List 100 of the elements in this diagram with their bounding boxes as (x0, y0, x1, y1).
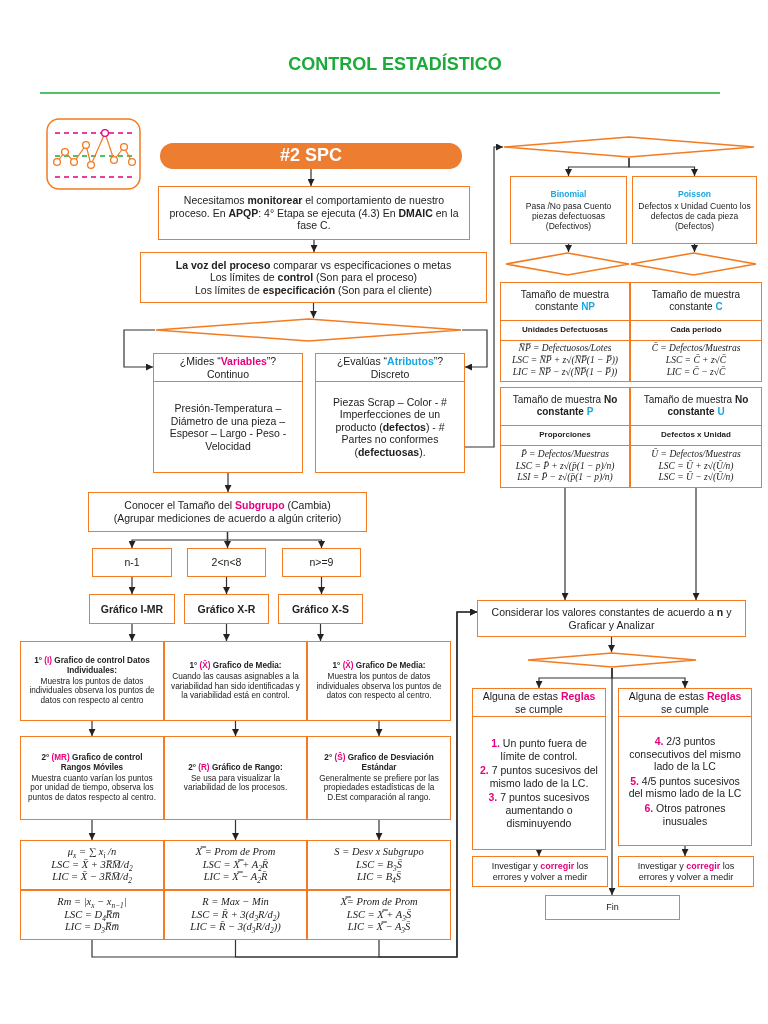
formula: LSC = B$_{3}$S̄ (355, 858, 403, 872)
box-text: Investigar y corregir los errores y volver a medir (490, 860, 590, 883)
title-pill (160, 143, 462, 169)
box-text: 3. 7 puntos sucesivos aumentando o disminuyendo (487, 790, 591, 831)
formula: LSC = N̅P̅ + z√(N̅P̅(1 − P̅)) (510, 355, 620, 367)
box-heading: ¿Mides “Variables”? Continuo (154, 354, 302, 383)
formula-table (500, 387, 630, 488)
arrow (224, 472, 232, 493)
process-box (472, 688, 606, 850)
description-card (164, 736, 307, 820)
arrow (310, 239, 318, 253)
arrow (226, 531, 325, 549)
process-box (618, 688, 752, 846)
process-box (632, 176, 757, 244)
arrow (310, 302, 317, 319)
card-text: Se usa para visualizar la variabilidad de los procesos. (182, 773, 289, 794)
process-box (618, 856, 754, 887)
card-text: Muestra cuanto varían los puntos por unidad de tiempo, observa los puntos de datos respecto al centro. (27, 773, 157, 804)
process-box (545, 895, 680, 920)
decision-diamond (505, 252, 630, 276)
decision-diamond (630, 252, 757, 276)
box-heading: Binomial (549, 188, 588, 199)
box-text: Gráfico X-R (196, 602, 257, 616)
card-heading: 1° (X̄) Grafico de Media: (188, 660, 283, 671)
card-text: Generalmente se prefiere por las propiedades estadísticas de la D.Est comparación al rango. (318, 773, 440, 804)
arrow (318, 576, 325, 595)
arrow (565, 243, 572, 253)
arrow (128, 623, 136, 642)
formula: LIC = X̿ − A$_{3}$S̄ (346, 921, 412, 934)
box-heading: Alguna de estas Reglas se cumple (619, 689, 751, 718)
process-box (187, 548, 266, 577)
box-text: #2 SPC (278, 145, 343, 167)
formula-cell (20, 840, 164, 890)
box-text: La voz del proceso comparar vs especificaciones o metas (174, 258, 453, 272)
box-text: 4. 2/3 puntos consecutivos del mismo lado de la LC (628, 734, 742, 774)
box-text: 2<n<8 (210, 556, 243, 569)
arrow (561, 487, 569, 601)
card-heading: 1° (I) Grafico de control Datos Individuales: (33, 655, 151, 676)
box-heading: ¿Evalúas “Atributos”? Discreto (316, 354, 464, 383)
box-text: Defectos x Unidad Cuento los defectos de cada pieza (Defectos) (637, 200, 752, 232)
table-text: Cada periodo (631, 321, 761, 341)
formula: LIC = R̄ − 3(d$_{3}$R/d$_{2}$)) (189, 921, 282, 934)
formula: LSC = C̄ + z√C̄ (664, 355, 727, 366)
arrow (307, 168, 315, 187)
chart-type-box (89, 594, 175, 624)
box-heading: Alguna de estas Reglas se cumple (473, 689, 605, 718)
table-text: Unidades Defectuosas (501, 321, 629, 341)
page-title: CONTROL ESTADÍSTICO (287, 54, 503, 75)
box-text: Pasa /No pasa Cuento piezas defectuosas (Defectivos) (524, 200, 613, 232)
process-box (140, 252, 487, 303)
table-text: Defectos x Unidad (631, 426, 761, 446)
formula-cell (164, 890, 307, 940)
box-text: Necesitamos monitorear el comportamiento de nuestro proceso. En APQP: 4° Etapa se ejecuta (4.3) En DMAIC en la fase C. (168, 194, 460, 232)
formula: LSC = D$_{4}$R̅m̅ (63, 908, 121, 922)
card-heading: 2° (R) Gráfico de Rango: (187, 762, 284, 773)
box-text: Piezas Scrap – Color - # Imperfecciones de un producto (defectos) - # Partes no conformes (defectuosas). (332, 394, 448, 460)
formula-table (630, 387, 762, 488)
arrow (378, 608, 478, 958)
box-text: Los límites de especificación (Son para el cliente) (194, 283, 433, 297)
arrow (223, 576, 230, 595)
table-text: Tamaño de muestra constante C (631, 283, 761, 321)
description-card (164, 641, 307, 721)
card-text: Muestra los puntos de datos individuales observa los puntos de datos con respecto al centro. (315, 671, 443, 702)
formula: Ū = Defectos/Muestras (650, 448, 742, 460)
formula: LSC = Ū + z√(Ū/n) (657, 460, 735, 472)
process-box (88, 492, 367, 532)
formula: LIC = X̿ − A$_{2}$R̄ (202, 871, 269, 884)
box-text: 5. 4/5 puntos sucesivos del mismo lado de la LC (627, 773, 743, 801)
formula: LSI = P̄ − z√(p̄(1 − p)/n) (516, 472, 614, 485)
description-card (307, 736, 451, 820)
card-heading: 1° (X̄) Grafico De Media: (331, 660, 427, 671)
description-card (20, 641, 164, 721)
formula-table (500, 282, 630, 382)
formula: LSC = Ū − z√(Ū/n) (657, 472, 735, 485)
box-text: Investigar y corregir los errores y volver a medir (636, 860, 736, 883)
formula: μ$_{x}$ = ∑ x$_{i}$ /n (66, 846, 117, 859)
formula: LIC = D$_{3}$R̅m̅ (64, 921, 120, 934)
arrow (464, 143, 504, 448)
description-card (20, 736, 164, 820)
arrow (375, 819, 383, 841)
card-text: Muestra los puntos de datos individuales observa los puntos de datos con respecto al centro (28, 676, 156, 707)
box-text: n>=9 (308, 556, 335, 569)
table-text: Tamaño de muestra No constante P (501, 388, 629, 426)
formula: S = Desv x Subgrupo (333, 846, 425, 859)
box-text: 6. Otros patrones inusuales (643, 801, 727, 829)
box-text: n-1 (123, 556, 141, 569)
formula-cell (307, 890, 451, 940)
box-text: Gráfico I-MR (99, 602, 165, 616)
formula: C̄ = Defectos/Muestras (650, 343, 742, 355)
card-heading: 2° (S̄) Grafico de Desviación Estándar (323, 752, 435, 773)
formula: LSC = X̿ + A$_{2}$R̄ (201, 858, 270, 872)
arrow (375, 720, 383, 737)
box-text: Los límites de control (Son para el proceso) (208, 271, 419, 284)
formula-table (630, 282, 762, 382)
box-text: 1. Un punto fuera de límite de control. (490, 736, 588, 764)
formula-cell (20, 890, 164, 940)
box-text: (Agrupar mediciones de acuerdo a algún criterio) (112, 512, 343, 525)
table-text: Tamaño de muestra constante NP (501, 283, 629, 321)
arrow (691, 243, 698, 253)
table-text: Proporciones (501, 426, 629, 446)
